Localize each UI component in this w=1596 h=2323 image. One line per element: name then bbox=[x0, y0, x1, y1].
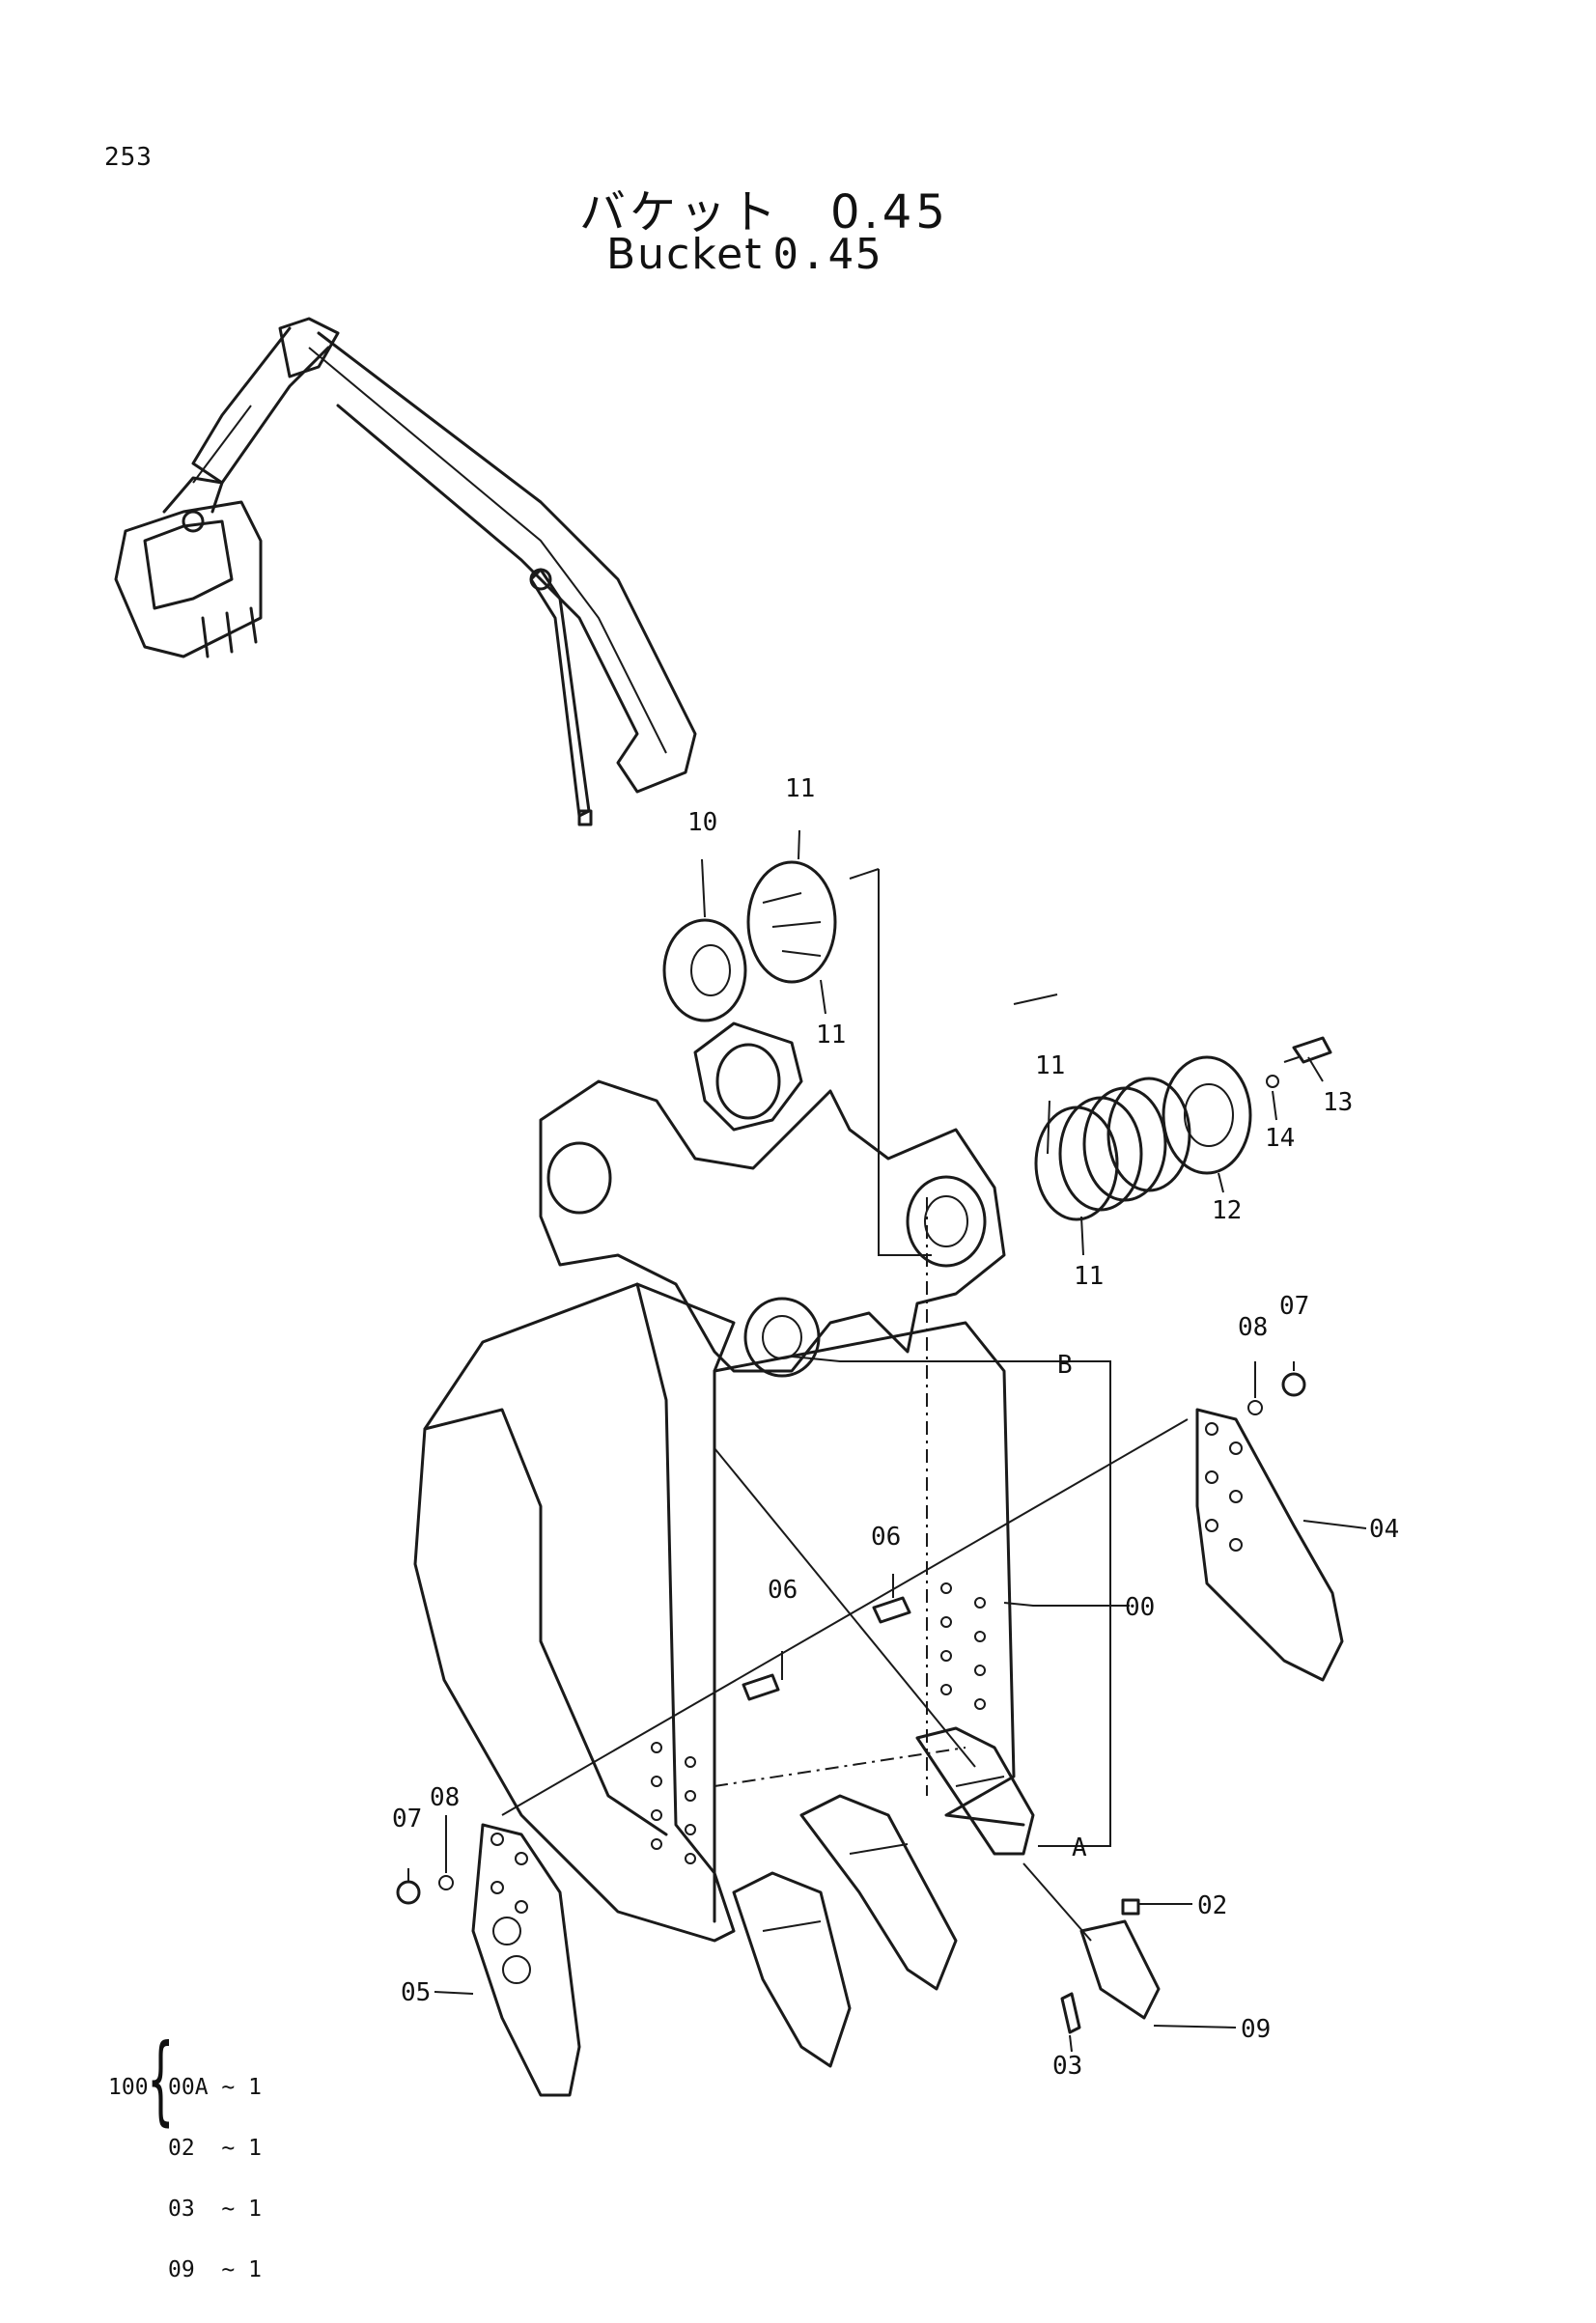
page-number: 253 bbox=[104, 143, 153, 172]
title-english-size: 0.45 bbox=[772, 230, 883, 279]
callout-labels: 00 02 03 04 05 06 06 07 07 08 08 09 10 1… bbox=[392, 774, 1399, 2081]
title-english-text: Bucket bbox=[606, 230, 764, 279]
callout-07-right: 07 bbox=[1279, 1292, 1309, 1321]
assembly-brace: { bbox=[147, 2023, 175, 2136]
side-cutter-05 bbox=[471, 1823, 581, 2097]
assembly-parent: 100 bbox=[108, 2075, 149, 2100]
bolt-holes-left bbox=[651, 1742, 696, 1864]
bucket-body bbox=[413, 1022, 1025, 1943]
callout-04: 04 bbox=[1369, 1515, 1399, 1544]
plate-12 bbox=[1162, 1055, 1252, 1175]
shim-set-11-top bbox=[746, 860, 837, 984]
callout-00: 00 bbox=[1125, 1593, 1155, 1622]
excavator-arm-overview bbox=[114, 317, 697, 826]
assembly-row: 02 ~ 1 bbox=[168, 2136, 262, 2161]
callout-11-right-bottom: 11 bbox=[1074, 1262, 1104, 1291]
assembly-row: 09 ~ 1 bbox=[168, 2257, 262, 2282]
callout-06-left: 06 bbox=[768, 1576, 798, 1605]
callout-11-top: 11 bbox=[785, 774, 815, 803]
callout-07-left: 07 bbox=[392, 1805, 422, 1833]
callout-10: 10 bbox=[687, 808, 717, 837]
reference-b: B bbox=[1057, 1351, 1073, 1380]
pin-plate-10 bbox=[662, 918, 747, 1022]
leader-lines bbox=[407, 829, 1367, 2053]
bucket-teeth bbox=[732, 1726, 1035, 2068]
callout-09: 09 bbox=[1241, 2015, 1271, 2044]
callout-08-right: 08 bbox=[1238, 1313, 1268, 1342]
assembly-row: 00A ~ 1 bbox=[168, 2075, 262, 2100]
callout-11-mid: 11 bbox=[816, 1021, 846, 1050]
callout-12: 12 bbox=[1212, 1196, 1242, 1225]
callout-11-right-top: 11 bbox=[1035, 1051, 1065, 1080]
callout-14: 14 bbox=[1265, 1124, 1295, 1153]
small-hardware bbox=[396, 1036, 1332, 2034]
callout-02: 02 bbox=[1197, 1891, 1227, 1920]
callout-06-right: 06 bbox=[871, 1523, 901, 1552]
assembly-row: 03 ~ 1 bbox=[168, 2197, 262, 2222]
callout-13: 13 bbox=[1323, 1088, 1353, 1117]
callout-05: 05 bbox=[401, 1978, 431, 2007]
bolt-holes-right bbox=[940, 1582, 986, 1710]
title-japanese: バケット 0.45 bbox=[579, 185, 949, 239]
callout-03: 03 bbox=[1052, 2052, 1082, 2081]
assembly-rows: 00A ~ 1 02 ~ 1 03 ~ 1 09 ~ 1 bbox=[168, 2037, 262, 2321]
shim-stack-11-right bbox=[1034, 1077, 1191, 1221]
reference-a: A bbox=[1072, 1833, 1087, 1862]
side-cutter-04 bbox=[1195, 1408, 1344, 1682]
parts-diagram: 00 02 03 04 05 06 06 07 07 08 08 09 10 1… bbox=[114, 317, 1399, 2097]
callout-08-left: 08 bbox=[430, 1783, 460, 1812]
